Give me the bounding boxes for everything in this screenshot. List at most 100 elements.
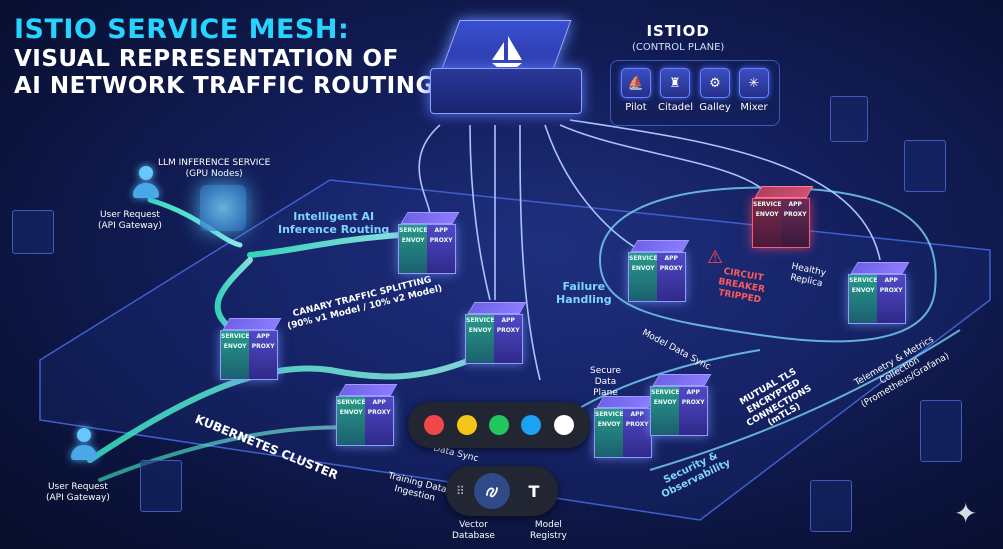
mini-dashboard [904, 140, 946, 192]
control-plane-panel: ⛵ Pilot ♜ Citadel ⚙ Galley ✳ Mixer [610, 60, 780, 126]
cube-envoy-text: ENVOY [851, 286, 875, 294]
text-tool-button[interactable]: T [528, 481, 540, 501]
color-green-swatch[interactable] [488, 415, 509, 435]
component-mixer-label: Mixer [740, 102, 768, 113]
pen-icon [486, 487, 498, 498]
failure-line-1: Failure [562, 280, 606, 293]
istiod-subtitle: (CONTROL PLANE) [632, 42, 725, 53]
service-node: SERVICE ENVOY APP PROXY [848, 262, 910, 324]
mini-dashboard [12, 210, 54, 254]
title-line-2: VISUAL REPRESENTATION OF [14, 46, 399, 73]
user-request-bottom: User Request (API Gateway) [46, 482, 110, 504]
inference-line: Inference Routing [278, 223, 390, 237]
service-node: SERVICE ENVOY APP PROXY [398, 212, 460, 274]
cube-proxy-text: PROXY [429, 236, 453, 244]
secure-line-1: Secure [590, 366, 621, 376]
cube-service-text: SERVICE [849, 277, 878, 284]
service-node: SERVICE ENVOY APP PROXY [594, 396, 656, 458]
service-node: SERVICE ENVOY APP PROXY [650, 374, 712, 436]
color-red-swatch[interactable] [424, 415, 445, 435]
title-line-3: AI NETWORK TRAFFIC ROUTING [14, 73, 435, 100]
cube-service-text: SERVICE [595, 411, 624, 418]
registry-line-2: Registry [530, 530, 567, 541]
cube-proxy-text: PROXY [367, 408, 391, 416]
cube-envoy-text: ENVOY [468, 326, 492, 334]
component-galley-label: Galley [699, 102, 731, 113]
user-icon-top [132, 166, 160, 200]
secure-line-2: Data [594, 376, 617, 387]
drawing-toolbar: ⠿ T [446, 466, 558, 516]
intelligent-line: Intelligent AI [293, 210, 375, 223]
user-request-top: User Request (API Gateway) [98, 210, 162, 232]
sparkle-icon: ✦ [954, 497, 978, 530]
mini-dashboard [810, 480, 852, 532]
cube-service-text: SERVICE [629, 255, 658, 262]
user-request-top-title: User Request [99, 210, 160, 220]
cube-envoy-text: ENVOY [339, 408, 363, 416]
secure-line-3: Plane [593, 387, 618, 398]
cube-proxy-text: PROXY [496, 326, 520, 334]
title-line-1: ISTIO SERVICE MESH: [14, 14, 350, 45]
cube-app-text: APP [630, 411, 644, 418]
istiod-heading: ISTIOD (CONTROL PLANE) [632, 22, 724, 53]
mini-dashboard [140, 460, 182, 512]
cube-proxy-text: PROXY [681, 398, 705, 406]
cube-app-text: APP [686, 389, 700, 396]
llm-gpu: (GPU Nodes) [185, 168, 243, 179]
component-citadel-label: Citadel [658, 102, 694, 113]
cube-envoy-text: ENVOY [223, 342, 247, 350]
citadel-icon: ♜ [660, 68, 690, 98]
cube-envoy-text: ENVOY [755, 210, 779, 218]
llm-title: LLM INFERENCE SERVICE [158, 158, 271, 168]
color-yellow-swatch[interactable] [456, 415, 477, 435]
istio-logo-icon [492, 36, 522, 67]
component-galley: ⚙ Galley [698, 68, 732, 113]
component-pilot: ⛵ Pilot [619, 68, 653, 113]
registry-line-1: Model [534, 520, 562, 530]
warning-icon: ⚠ [707, 247, 724, 268]
brain-chip-icon [200, 185, 246, 231]
component-pilot-label: Pilot [625, 102, 647, 113]
model-registry-label: Model Registry [530, 520, 567, 542]
gear-icon: ⚙ [700, 68, 730, 98]
cube-app-text: APP [884, 277, 898, 284]
cube-envoy-text: ENVOY [653, 398, 677, 406]
user-request-bottom-sub: (API Gateway) [46, 492, 110, 503]
color-white-swatch[interactable] [553, 415, 574, 435]
cube-service-text: SERVICE [221, 333, 250, 340]
cube-envoy-text: ENVOY [631, 264, 655, 272]
cube-service-text: SERVICE [651, 389, 680, 396]
failure-line-2: Handling [556, 293, 612, 307]
color-palette [408, 402, 590, 448]
cube-service-text: SERVICE [753, 201, 782, 208]
cube-app-text: APP [372, 399, 386, 406]
user-request-bottom-title: User Request [47, 482, 108, 492]
cube-proxy-text: PROXY [625, 420, 649, 428]
cube-service-text: SERVICE [466, 317, 495, 324]
cube-envoy-text: ENVOY [597, 420, 621, 428]
mini-dashboard [830, 96, 868, 142]
cube-proxy-text: PROXY [251, 342, 275, 350]
component-mixer: ✳ Mixer [737, 68, 771, 113]
service-node: SERVICE ENVOY APP PROXY [220, 318, 282, 380]
sailboat-icon: ⛵ [621, 68, 651, 98]
cube-envoy-text: ENVOY [401, 236, 425, 244]
cube-app-text: APP [664, 255, 678, 262]
istiod-hub [430, 20, 582, 130]
llm-service-label: LLM INFERENCE SERVICE (GPU Nodes) [158, 158, 270, 180]
user-request-top-sub: (API Gateway) [98, 220, 162, 231]
pen-tool-button[interactable] [474, 473, 510, 509]
cube-app-text: APP [434, 227, 448, 234]
cube-service-text: SERVICE [399, 227, 428, 234]
color-blue-swatch[interactable] [521, 415, 542, 435]
mini-dashboard [920, 400, 962, 462]
cube-proxy-text: PROXY [879, 286, 903, 294]
cube-app-text: APP [256, 333, 270, 340]
network-icon: ✳ [739, 68, 769, 98]
vector-line-2: Database [452, 530, 495, 541]
drag-handle-icon[interactable]: ⠿ [456, 484, 465, 498]
